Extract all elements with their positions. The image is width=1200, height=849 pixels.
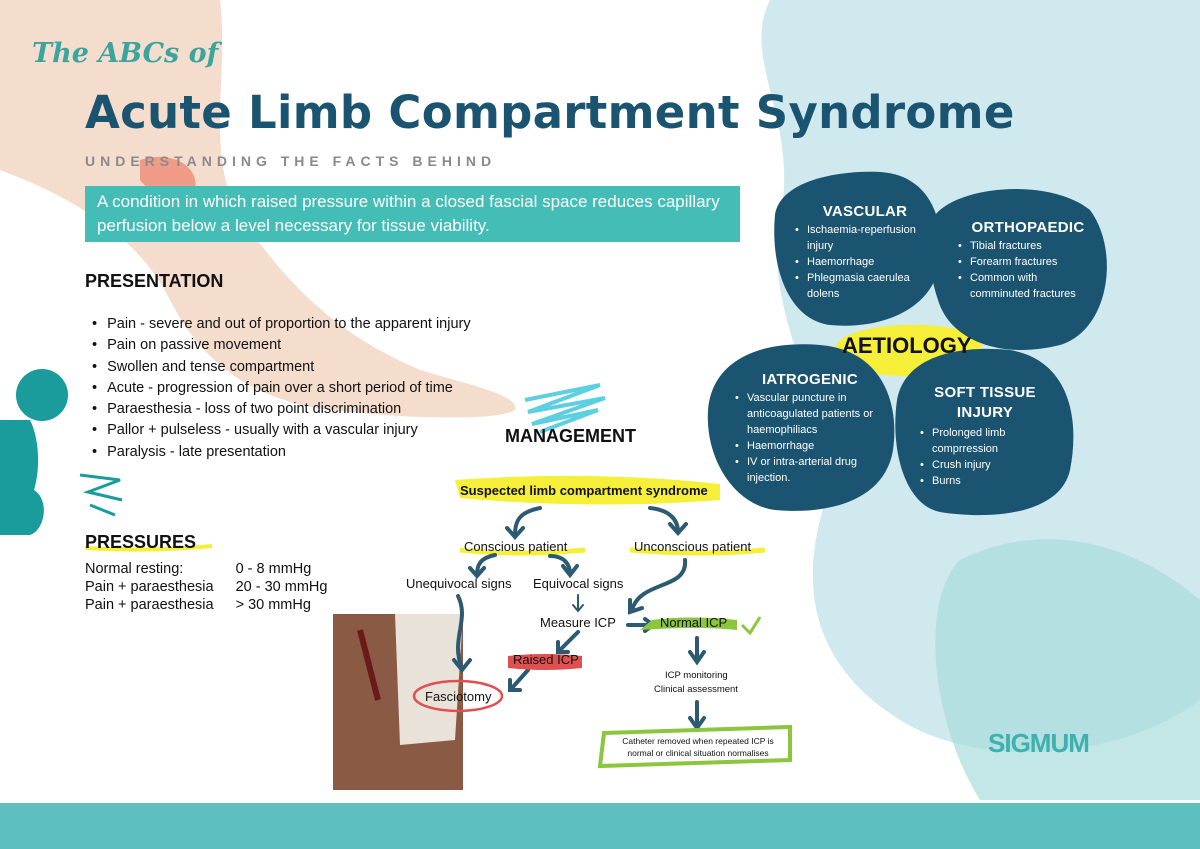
list-item: Common with comminuted fractures <box>958 270 1098 302</box>
list-item: Acute - progression of pain over a short… <box>92 378 471 399</box>
table-row: Pain + paraesthesia 20 - 30 mmHg <box>85 578 349 596</box>
flow-raised-icp: Raised ICP <box>513 652 579 667</box>
flow-monitoring: ICP monitoring <box>665 670 728 681</box>
section-title: ORTHOPAEDIC <box>971 219 1085 236</box>
flow-unequivocal: Unequivocal signs <box>406 576 512 591</box>
flow-normal-icp: Normal ICP <box>660 615 728 630</box>
soft-tissue-section: SOFT TISSUE INJURY Prolonged limb comprr… <box>920 383 1050 489</box>
page-subtitle: UNDERSTANDING THE FACTS BEHIND <box>85 153 497 169</box>
flow-equivocal: Equivocal signs <box>533 576 624 591</box>
flow-unconscious: Unconscious patient <box>634 539 752 554</box>
list-item: IV or intra-arterial drug injection. <box>735 454 885 486</box>
section-title: VASCULAR <box>822 203 908 220</box>
pressures-heading: PRESSURES <box>85 532 197 552</box>
list-item: Prolonged limb comprression <box>920 425 1050 457</box>
pressure-value: 0 - 8 mmHg <box>235 561 312 577</box>
list-item: Burns <box>920 473 1050 489</box>
page-title: Acute Limb Compartment Syndrome <box>85 86 1015 139</box>
pressure-value: > 30 mmHg <box>235 597 311 613</box>
footer-bar <box>0 803 1200 849</box>
list-item: Phlegmasia caerulea dolens <box>795 270 935 302</box>
table-row: Pain + paraesthesia > 30 mmHg <box>85 596 349 614</box>
aetiology-label: AETIOLOGY <box>842 333 972 358</box>
presentation-heading: PRESENTATION <box>85 271 224 291</box>
flow-assessment: Clinical assessment <box>654 684 738 695</box>
pressure-value: 20 - 30 mmHg <box>235 579 328 595</box>
management-heading: MANAGEMENT <box>505 426 636 446</box>
pressure-label: Pain + paraesthesia <box>85 579 214 595</box>
pressure-label: Normal resting: <box>85 561 184 577</box>
flow-conscious: Conscious patient <box>464 539 568 554</box>
table-row: Normal resting: 0 - 8 mmHg <box>85 560 349 578</box>
list-item: Ischaemia-reperfusion injury <box>795 222 935 254</box>
iatrogenic-section: IATROGENIC Vascular puncture in anticoag… <box>735 372 885 486</box>
flow-catheter: Catheter removed when repeated ICP is no… <box>622 736 774 758</box>
section-title: SOFT TISSUE INJURY <box>934 384 1036 421</box>
pressure-label: Pain + paraesthesia <box>85 597 214 613</box>
sigmum-logo: SIGMUM <box>988 728 1090 758</box>
flow-fasciotomy: Fasciotomy <box>425 689 492 704</box>
presentation-list: Pain - severe and out of proportion to t… <box>92 314 471 463</box>
flow-measure-icp: Measure ICP <box>540 615 616 630</box>
flow-arrows <box>452 506 706 732</box>
flow-suspected: Suspected limb compartment syndrome <box>460 483 708 498</box>
list-item: Pallor + pulseless - usually with a vasc… <box>92 420 471 441</box>
pain-person-icon <box>0 369 123 535</box>
list-item: Paralysis - late presentation <box>92 442 471 463</box>
definition-box: A condition in which raised pressure wit… <box>85 186 740 242</box>
vascular-section: VASCULAR Ischaemia-reperfusion injuryHae… <box>795 204 935 302</box>
list-item: Pain on passive movement <box>92 335 471 356</box>
list-item: Haemorrhage <box>795 254 935 270</box>
list-item: Haemorrhage <box>735 438 885 454</box>
list-item: Crush injury <box>920 457 1050 473</box>
list-item: Paraesthesia - loss of two point discrim… <box>92 399 471 420</box>
list-item: Swollen and tense compartment <box>92 357 471 378</box>
pressures-table: Normal resting: 0 - 8 mmHg Pain + paraest… <box>85 560 349 614</box>
leg-image <box>0 0 516 418</box>
list-item: Vascular puncture in anticoagulated pati… <box>735 390 885 438</box>
list-item: Pain - severe and out of proportion to t… <box>92 314 471 335</box>
orthopaedic-section: ORTHOPAEDIC Tibial fracturesForearm frac… <box>958 220 1098 302</box>
list-item: Tibial fractures <box>958 238 1098 254</box>
script-title: The ABCs of <box>32 38 219 69</box>
list-item: Forearm fractures <box>958 254 1098 270</box>
section-title: IATROGENIC <box>761 371 859 388</box>
